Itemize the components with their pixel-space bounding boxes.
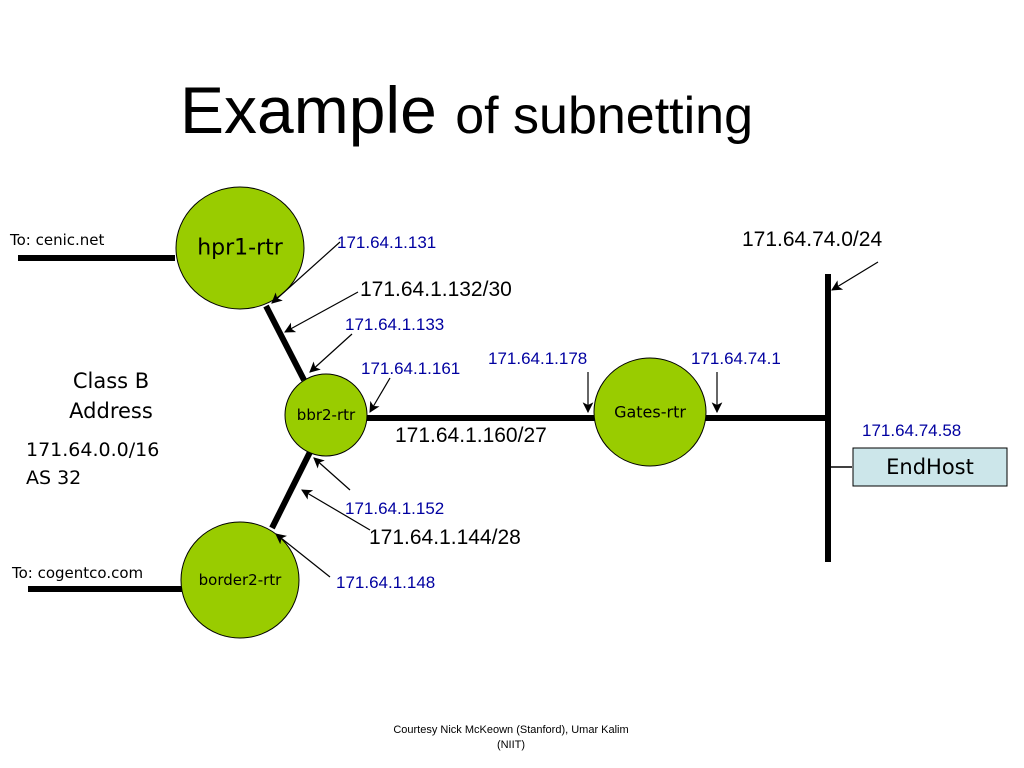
arrow-148 — [275, 533, 331, 578]
endhost-box — [852, 447, 1008, 487]
router-border2-label: border2-rtr — [199, 571, 283, 589]
subnet-132: 171.64.1.132/30 — [360, 278, 512, 301]
footer-credit-line2: (NIIT) — [497, 739, 525, 751]
class-b-as: AS 32 — [26, 467, 81, 489]
external-cenic-label: To: cenic.net — [9, 231, 105, 249]
arrow-152 — [313, 457, 351, 491]
arrow-161 — [369, 377, 391, 413]
address-131: 171.64.1.131 — [337, 233, 436, 252]
router-border2: border2-rtr — [180, 521, 300, 639]
arrow-132-subnet — [284, 291, 359, 333]
address-74-1: 171.64.74.1 — [691, 349, 781, 368]
subnet-160: 171.64.1.160/27 — [395, 424, 547, 447]
router-bbr2: bbr2-rtr — [284, 373, 368, 457]
address-178: 171.64.1.178 — [488, 349, 587, 368]
external-cogentco-label: To: cogentco.com — [11, 564, 143, 582]
router-hpr1-shape — [175, 186, 305, 310]
subnet-74: 171.64.74.0/24 — [742, 228, 882, 251]
address-133: 171.64.1.133 — [345, 315, 444, 334]
arrow-133 — [309, 333, 353, 373]
subnet-144: 171.64.1.144/28 — [369, 526, 521, 549]
pointer-arrows — [271, 241, 879, 578]
endhost-label: EndHost — [886, 455, 974, 479]
address-74-58: 171.64.74.58 — [862, 421, 961, 440]
router-hpr1: hpr1-rtr — [175, 186, 305, 310]
router-bbr2-shape — [284, 373, 368, 457]
footer-credit-line1: Courtesy Nick McKeown (Stanford), Umar K… — [393, 724, 628, 736]
link-bbr2-border2 — [269, 450, 313, 530]
arrow-144-subnet — [301, 489, 371, 531]
router-bbr2-label: bbr2-rtr — [297, 406, 356, 424]
address-161: 171.64.1.161 — [361, 359, 460, 378]
address-148: 171.64.1.148 — [336, 573, 435, 592]
arrow-131 — [271, 241, 341, 304]
router-hpr1-label: hpr1-rtr — [197, 236, 284, 261]
address-152: 171.64.1.152 — [345, 499, 444, 518]
class-b-line1: Class B — [73, 369, 149, 393]
endhost: EndHost — [852, 447, 1008, 487]
network-links — [18, 255, 852, 592]
class-b-line2: Address — [69, 399, 153, 423]
router-border2-shape — [180, 521, 300, 639]
arrow-74-subnet — [831, 261, 879, 291]
link-hpr1-bbr2 — [263, 304, 307, 382]
router-gates-shape — [593, 357, 707, 467]
slide-title: Example of subnetting — [180, 73, 753, 147]
router-gates-label: Gates-rtr — [614, 403, 686, 422]
router-gates: Gates-rtr — [593, 357, 707, 467]
class-b-network: 171.64.0.0/16 — [26, 439, 159, 461]
